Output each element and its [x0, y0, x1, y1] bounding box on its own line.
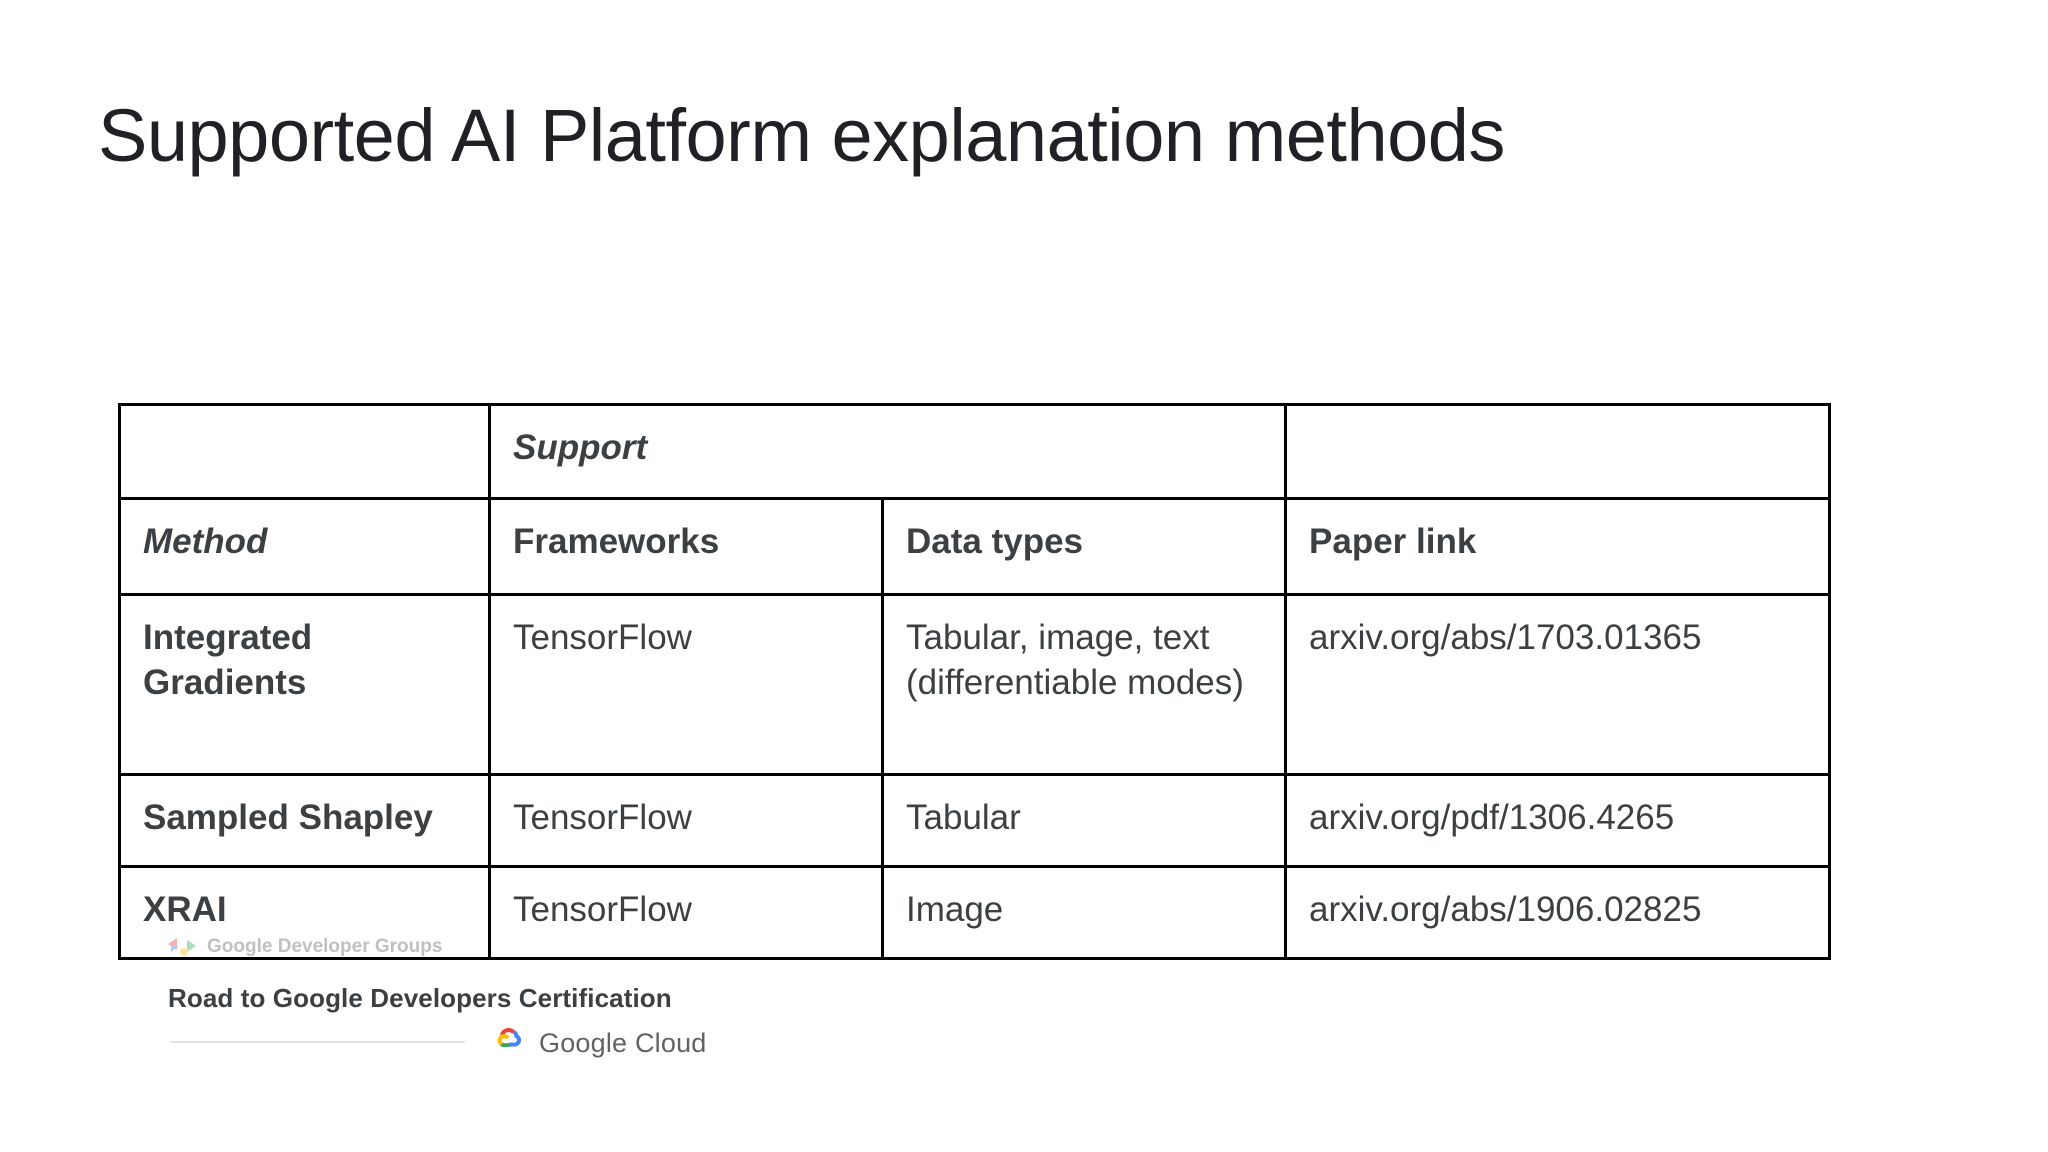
cell-method-xrai: XRAI: [118, 865, 491, 960]
page-title: Supported AI Platform explanation method…: [98, 94, 1505, 177]
cell-data-types-integrated-gradients: Tabular, image, text (differentiable mod…: [880, 593, 1288, 776]
cell-data-types-sampled-shapley: Tabular: [880, 773, 1288, 868]
explanation-methods-table: Support Method Frameworks Data types Pap…: [118, 403, 1832, 960]
table-row: Sampled Shapley TensorFlow Tabular arxiv…: [118, 773, 1832, 868]
table-row: XRAI TensorFlow Image arxiv.org/abs/1906…: [118, 865, 1832, 960]
certification-tagline: Road to Google Developers Certification: [168, 983, 672, 1013]
footer-divider: [170, 1041, 465, 1043]
cell-frameworks-integrated-gradients: TensorFlow: [488, 593, 884, 776]
cell-frameworks-sampled-shapley: TensorFlow: [488, 773, 884, 868]
cell-paper-link-integrated-gradients: arxiv.org/abs/1703.01365: [1284, 593, 1832, 776]
google-cloud-label: Google Cloud: [539, 1028, 707, 1058]
cell-method-sampled-shapley: Sampled Shapley: [118, 773, 491, 868]
column-group-header-support: Support: [487, 403, 1288, 500]
table-row: Integrated Gradients TensorFlow Tabular,…: [118, 593, 1832, 776]
table-corner-spacer: [118, 403, 491, 500]
cell-data-types-xrai: Image: [880, 865, 1288, 960]
google-cloud-logo-lockup: Google Cloud: [492, 1026, 707, 1061]
table-group-header-row: Support: [118, 403, 1832, 500]
google-cloud-icon: [492, 1026, 528, 1061]
column-header-method: Method: [118, 497, 491, 596]
table-header-row: Method Frameworks Data types Paper link: [118, 497, 1832, 596]
column-header-frameworks: Frameworks: [488, 497, 884, 596]
column-group-header-blank: [1284, 403, 1832, 500]
column-header-paper-link: Paper link: [1284, 497, 1832, 596]
explanation-methods-table-wrapper: Support Method Frameworks Data types Pap…: [118, 403, 1832, 960]
cell-paper-link-sampled-shapley: arxiv.org/pdf/1306.4265: [1284, 773, 1832, 868]
cell-frameworks-xrai: TensorFlow: [488, 865, 884, 960]
cell-paper-link-xrai: arxiv.org/abs/1906.02825: [1284, 865, 1832, 960]
column-header-data-types: Data types: [880, 497, 1288, 596]
cell-method-integrated-gradients: Integrated Gradients: [118, 593, 491, 776]
